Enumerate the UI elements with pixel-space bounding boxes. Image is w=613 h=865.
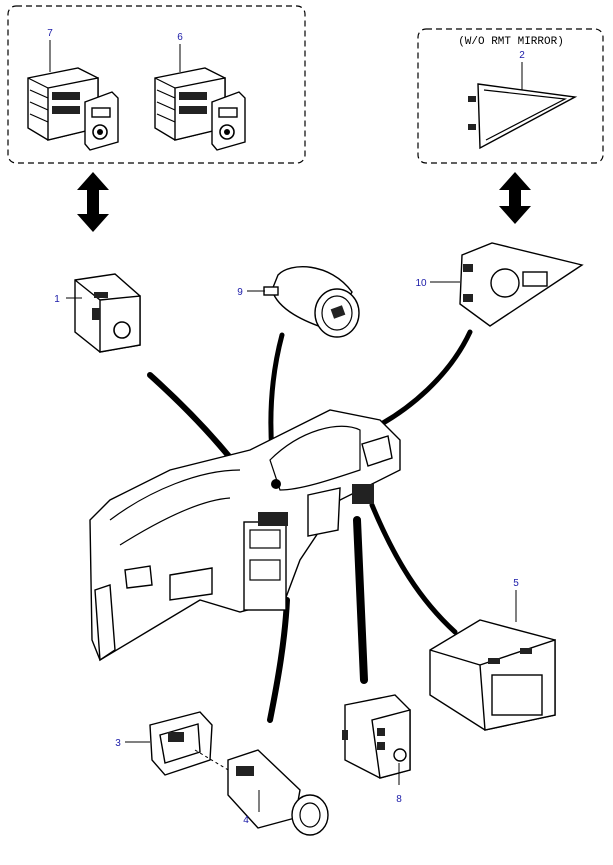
mirror-cover-group-box bbox=[417, 28, 604, 164]
part-10-mirror-switch-panel bbox=[459, 242, 584, 327]
callout-5: 5 bbox=[513, 578, 519, 589]
callout-8: 8 bbox=[396, 794, 402, 805]
annotation-label: (W/O RMT MIRROR) bbox=[458, 36, 564, 48]
part-4-cigarette-lighter bbox=[227, 749, 329, 836]
part-7-switch bbox=[27, 67, 119, 151]
callout-2: 2 bbox=[519, 50, 525, 61]
part-2-mirror-cover bbox=[468, 83, 578, 150]
callout-leaders bbox=[49, 40, 523, 812]
part-9-switch-cylinder bbox=[263, 266, 360, 338]
part-5-pocket bbox=[429, 619, 556, 731]
callout-7: 7 bbox=[47, 28, 53, 39]
callout-4: 4 bbox=[243, 815, 249, 826]
part-1-switch bbox=[74, 273, 141, 353]
callout-10: 10 bbox=[415, 278, 427, 289]
callout-3: 3 bbox=[115, 738, 121, 749]
callout-6: 6 bbox=[177, 32, 183, 43]
callout-9: 9 bbox=[237, 287, 243, 298]
instrument-panel bbox=[89, 409, 401, 662]
switch-variant-group-box bbox=[7, 5, 306, 164]
double-arrow-right bbox=[499, 172, 531, 224]
part-6-switch bbox=[154, 67, 246, 151]
double-arrow-left bbox=[77, 172, 109, 232]
part-8-switch bbox=[342, 694, 411, 779]
callout-1: 1 bbox=[54, 294, 60, 305]
